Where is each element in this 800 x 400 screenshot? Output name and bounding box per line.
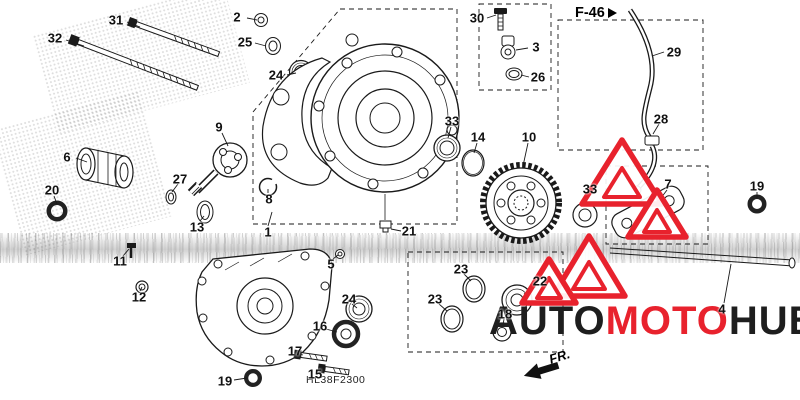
bearing-24b-drawing: [345, 295, 373, 323]
washer-2-drawing: [254, 13, 268, 27]
axle-4-drawing: [609, 247, 796, 269]
washer-27-drawing: [165, 189, 177, 205]
lower-cover-drawing: [195, 248, 333, 367]
bolt-31-drawing: [126, 17, 221, 58]
bearing-33b-drawing: [572, 202, 598, 228]
stud-11-drawing: [127, 243, 136, 258]
bearing-33a-drawing: [433, 134, 461, 162]
diff-housing-drawing: [261, 33, 460, 220]
seal-16-drawing: [331, 319, 361, 349]
fr-direction-arrow-icon: [523, 361, 560, 379]
logo-triangle-icon: [550, 233, 628, 299]
bolt-15-drawing: [317, 363, 350, 376]
ring-gear-10-drawing: [480, 162, 562, 244]
page-reference[interactable]: F-46: [575, 5, 617, 21]
logo-triangle-icon: [579, 137, 665, 207]
oring-23a-drawing: [462, 275, 486, 303]
ring-13-drawing: [196, 200, 214, 224]
logo-triangle-icon: [519, 256, 579, 306]
plug-21-drawing: [379, 220, 392, 233]
pin-5-drawing: [335, 249, 345, 259]
page-reference-arrow-icon: [607, 8, 617, 18]
logo-triangle-icon: [625, 187, 689, 240]
page-reference-label: F-46: [575, 5, 605, 21]
oring-23b-drawing: [440, 305, 464, 333]
leader-lines: [53, 14, 758, 381]
bolt-17-drawing: [293, 349, 328, 362]
dashed-boundaries: [252, 3, 709, 353]
breather-parts-drawing: [494, 8, 523, 81]
snap-ring-8-drawing: [258, 177, 278, 197]
oring-25-drawing: [265, 37, 281, 55]
drive-shaft-9-drawing: [187, 142, 248, 197]
bearing-22-drawing: [501, 284, 533, 316]
bolt-32-drawing: [67, 34, 200, 91]
nut-19b-drawing: [244, 369, 262, 387]
diagram-part-code: HL38F2300: [306, 374, 366, 386]
joint-6-drawing: [76, 147, 134, 189]
oring-14-drawing: [461, 149, 485, 177]
washer-18-drawing: [492, 322, 512, 342]
